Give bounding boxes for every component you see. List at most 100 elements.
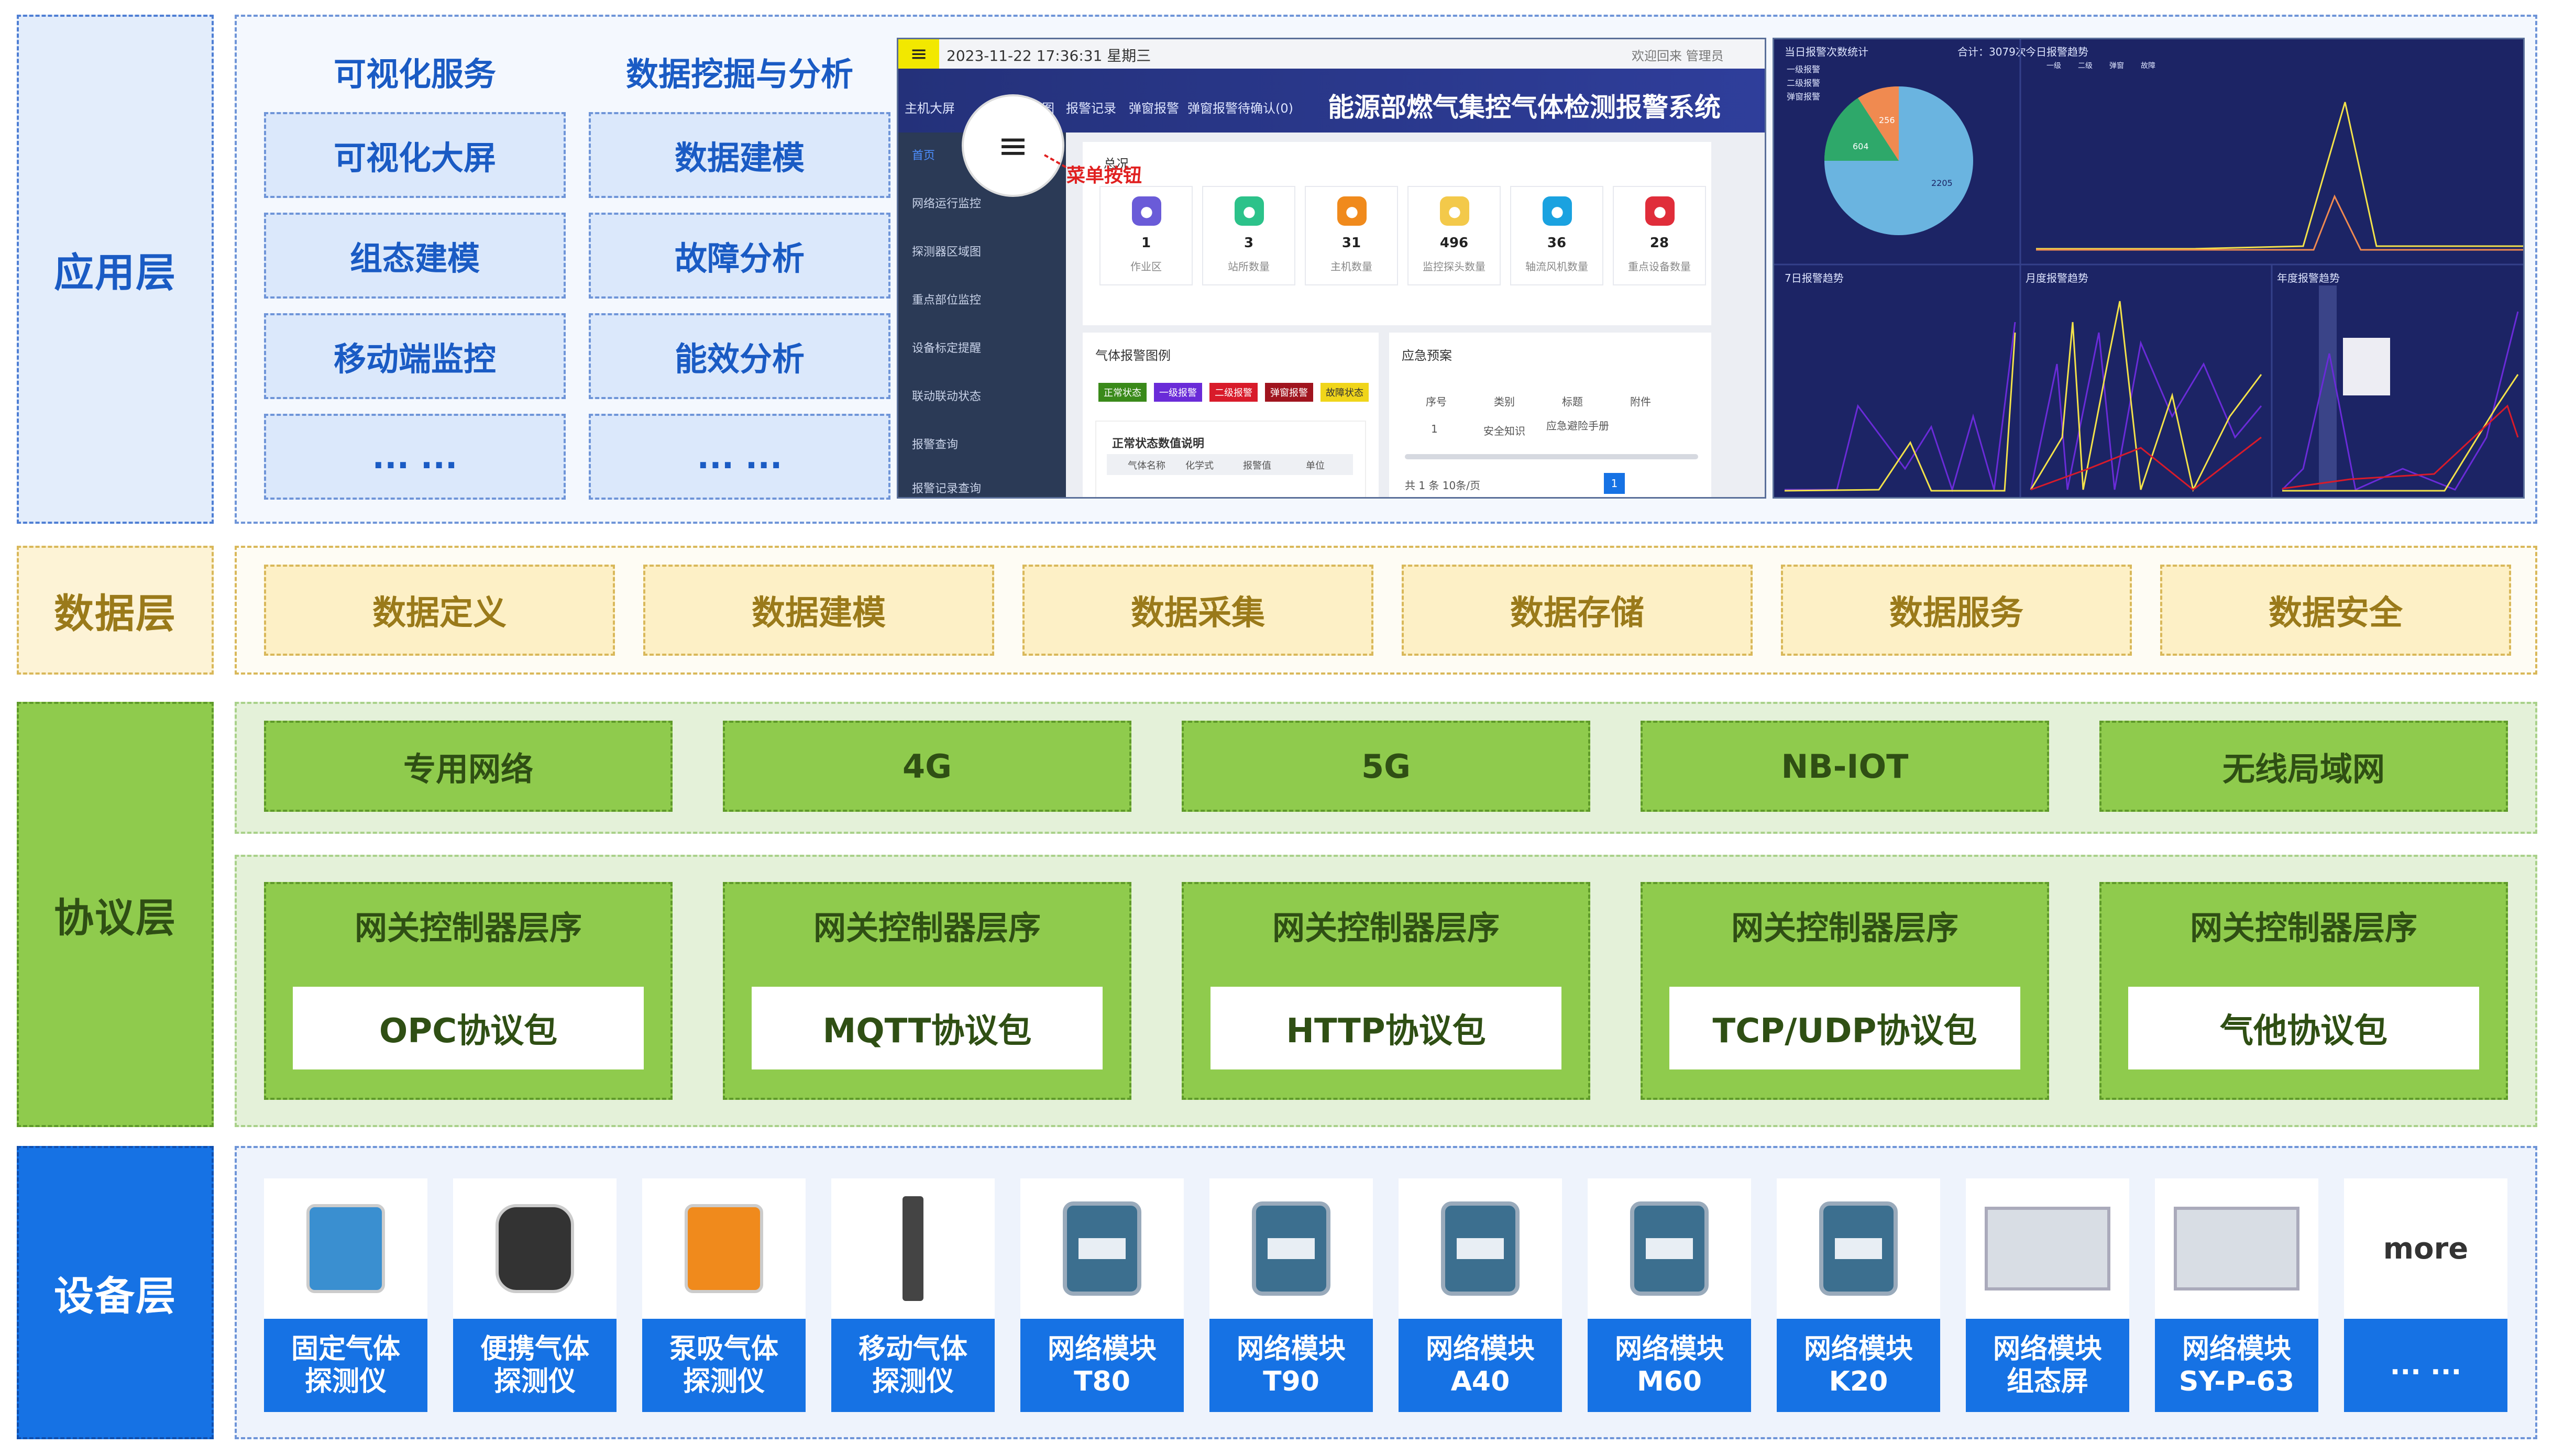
nav-item-pending-alarm[interactable]: 弹窗报警待确认(0)	[1187, 98, 1293, 116]
network-item: NB-IOT	[1641, 721, 2049, 812]
sidebar-item-alarm-record-query[interactable]: 报警记录查询	[912, 479, 981, 496]
nav-item-main-screen[interactable]: 主机大屏	[905, 98, 955, 116]
device-card-more: more... ...	[2344, 1178, 2507, 1412]
stat-value: 28	[1614, 235, 1705, 251]
gas-detector-fixed-icon	[306, 1204, 385, 1293]
nav-item-alarm-records[interactable]: 报警记录	[1066, 98, 1116, 116]
dashboard-title: 能源部燃气集控气体检测报警系统	[1328, 86, 1721, 124]
app-item-energy-analysis: 能效分析	[589, 313, 890, 399]
protocol-package: TCP/UDP协议包	[1669, 987, 2020, 1069]
device-card: 便携气体探测仪	[453, 1178, 617, 1412]
device-label-line2: 探测仪	[305, 1365, 387, 1398]
network-item: 4G	[723, 721, 1131, 812]
app-item-more-2: ... ...	[589, 414, 890, 500]
menu-icon[interactable]: ≡	[898, 39, 939, 69]
stat-value: 1	[1101, 235, 1192, 251]
stat-value: 496	[1408, 235, 1500, 251]
protocol-package: OPC协议包	[293, 987, 644, 1069]
module-label-plate	[1646, 1238, 1693, 1259]
pie-value-popup: 256	[1879, 115, 1895, 125]
plan-page-current[interactable]: 1	[1604, 473, 1625, 494]
data-item: 数据采集	[1022, 565, 1373, 656]
device-image	[1020, 1178, 1184, 1319]
dashboard-datetime: 2023-11-22 17:36:31 星期三	[947, 45, 1151, 65]
network-module-icon	[1441, 1201, 1520, 1296]
today-legend-fault: 故障	[2141, 60, 2155, 71]
stat-card: ●3站所数量	[1202, 186, 1295, 285]
network-item: 无线局域网	[2099, 721, 2508, 812]
device-label-line1: 网络模块	[1615, 1333, 1724, 1365]
stat-label: 作业区	[1101, 258, 1192, 273]
device-label: 便携气体探测仪	[453, 1319, 617, 1412]
device-label: 网络模块M60	[1588, 1319, 1751, 1412]
more-dots: ... ...	[2344, 1319, 2507, 1412]
gateway-title: 网关控制器层序	[2101, 904, 2506, 946]
gas-detector-pump-icon	[685, 1204, 763, 1293]
device-label-line2: T80	[1074, 1365, 1130, 1398]
device-image	[1966, 1178, 2129, 1319]
device-label-line1: 网络模块	[1426, 1333, 1535, 1365]
app-item-data-modeling: 数据建模	[589, 112, 890, 198]
device-label-line1: 网络模块	[1804, 1333, 1913, 1365]
stat-icon: ●	[1132, 196, 1161, 226]
menu-button-callout[interactable]: ≡	[962, 94, 1064, 197]
sidebar-item-network[interactable]: 网络运行监控	[912, 194, 981, 211]
device-label-line1: 网络模块	[2182, 1333, 2291, 1365]
sidebar-item-detector-map[interactable]: 探测器区域图	[912, 242, 981, 259]
sidebar-item-calibration[interactable]: 设备标定提醒	[912, 339, 981, 356]
more-title: more	[2344, 1178, 2507, 1319]
device-card: 固定气体探测仪	[264, 1178, 427, 1412]
tag-popup: 弹窗报警	[1265, 383, 1313, 402]
layer-label-application: 应用层	[17, 15, 214, 524]
protocol-package: HTTP协议包	[1211, 987, 1561, 1069]
network-item: 5G	[1182, 721, 1590, 812]
sidebar-item-key-areas[interactable]: 重点部位监控	[912, 291, 981, 307]
plan-title: 应急预案	[1402, 345, 1452, 363]
year-line-fault	[2282, 374, 2518, 491]
year-line-level2	[2282, 406, 2518, 489]
gateway-box: 网关控制器层序 TCP/UDP协议包	[1641, 882, 2049, 1100]
device-card: 网络模块T80	[1020, 1178, 1184, 1412]
stat-value: 3	[1203, 235, 1294, 251]
device-label-line2: T90	[1263, 1365, 1319, 1398]
sidebar-item-alarm-query[interactable]: 报警查询	[912, 435, 958, 452]
data-item: 数据定义	[264, 565, 615, 656]
gateway-title: 网关控制器层序	[1643, 904, 2047, 946]
network-module-icon	[1252, 1201, 1330, 1296]
plan-row-title[interactable]: 应急避险手册	[1546, 417, 1609, 433]
stat-label: 轴流风机数量	[1511, 258, 1602, 273]
device-label: 固定气体探测仪	[264, 1319, 427, 1412]
plan-scrollbar[interactable]	[1405, 454, 1698, 459]
stat-card: ●496监控探头数量	[1407, 186, 1501, 285]
col-gas-name: 气体名称	[1128, 458, 1165, 472]
gateway-title: 网关控制器层序	[1184, 904, 1588, 946]
device-label-line1: 固定气体	[291, 1333, 400, 1365]
year-line-level1	[2282, 312, 2518, 490]
sidebar-item-linkage[interactable]: 联动联动状态	[912, 387, 981, 404]
device-image	[1588, 1178, 1751, 1319]
device-image	[831, 1178, 995, 1319]
control-panel-icon	[2174, 1207, 2299, 1290]
device-image	[642, 1178, 806, 1319]
gateway-box: 网关控制器层序MQTT协议包	[723, 882, 1131, 1100]
device-label-line1: 网络模块	[1993, 1333, 2102, 1365]
device-card: 网络模块组态屏	[1966, 1178, 2129, 1412]
menu-button-note: 菜单按钮	[1066, 160, 1142, 187]
module-label-plate	[1457, 1238, 1504, 1259]
module-label-plate	[1835, 1238, 1882, 1259]
gateway-box: 网关控制器层序 HTTP协议包	[1182, 882, 1590, 1100]
nav-item-popup-alarm[interactable]: 弹窗报警	[1129, 98, 1179, 116]
sidebar-item-home[interactable]: 首页	[912, 146, 935, 163]
plan-col-attach: 附件	[1630, 393, 1651, 409]
device-card: 网络模块K20	[1777, 1178, 1940, 1412]
charts-screenshot: 当日报警次数统计 合计：3079次 今日报警趋势 7日报警趋势 月度报警趋势 年…	[1773, 38, 2525, 499]
plan-row-category: 安全知识	[1483, 423, 1525, 438]
plan-col-title: 标题	[1562, 393, 1583, 409]
device-label-line1: 移动气体	[859, 1333, 967, 1365]
device-label-line1: 网络模块	[1237, 1333, 1346, 1365]
stat-label: 监控探头数量	[1408, 258, 1500, 273]
